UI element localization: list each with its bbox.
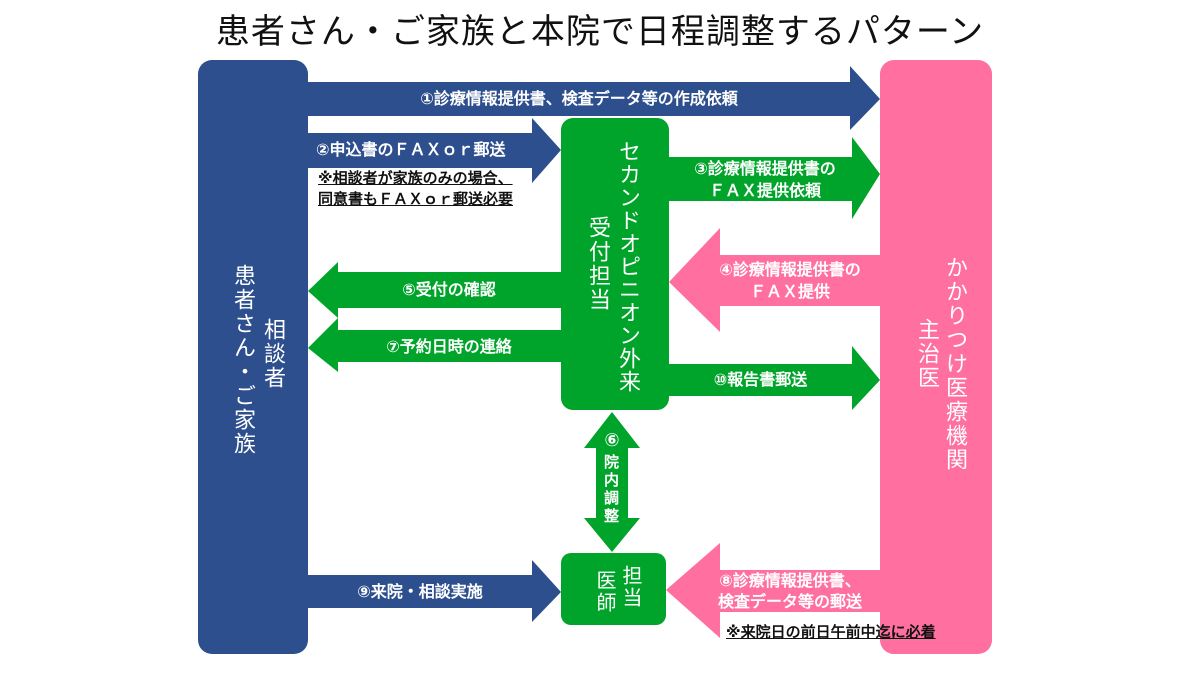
arrow-3-label-line2: ＦＡＸ提供依頼 xyxy=(708,181,821,200)
patient-name-label: 患者さん・ご家族 xyxy=(230,264,255,456)
arrow-1 xyxy=(308,66,880,130)
arrow-9 xyxy=(308,560,561,622)
arrow-7-label: ⑦予約日時の連絡 xyxy=(386,337,512,356)
arrow-6 xyxy=(584,412,640,552)
arrow-1-label: ①診療情報提供書、検査データ等の作成依頼 xyxy=(420,89,738,108)
deadline-note: ※来院日の前日午前中迄に必着 xyxy=(726,623,936,641)
arrow-5-label: ⑤受付の確認 xyxy=(402,280,496,299)
arrow-8 xyxy=(666,543,880,638)
arrow-10-label: ⑩報告書郵送 xyxy=(713,370,808,389)
clinic-block xyxy=(880,60,992,654)
arrow-4 xyxy=(669,228,880,332)
opinion-block xyxy=(561,118,669,410)
doctor-block xyxy=(561,553,666,625)
arrow-9-label: ⑨来院・相談実施 xyxy=(357,582,483,601)
arrow-7 xyxy=(308,318,561,372)
family-note-line1: ※相談者が家族のみの場合、 xyxy=(318,169,513,187)
patient-role-label: 相談者 xyxy=(260,318,285,390)
opinion-name-label: セカンドオピニオン外来 xyxy=(615,140,640,393)
arrow-10 xyxy=(669,346,880,410)
family-note-line2: 同意書もＦＡＸｏｒ郵送必要 xyxy=(318,190,514,208)
arrow-2-label: ②申込書のＦＡＸｏｒ郵送 xyxy=(316,140,506,159)
arrow-3 xyxy=(669,137,880,219)
arrow-6-label: 院内調整 xyxy=(602,454,620,526)
arrow-4-label-line1: ④診療情報提供書の xyxy=(719,260,861,279)
arrow-8-label-line2: 検査データ等の郵送 xyxy=(717,592,862,611)
arrow-5 xyxy=(308,262,561,318)
page-title: 患者さん・ご家族と本院で日程調整するパターン xyxy=(215,12,985,52)
arrow-6-number: ⑥ xyxy=(604,430,620,451)
arrow-3-label-line1: ③診療情報提供書の xyxy=(694,159,836,178)
arrow-8-label-line1: ⑧診療情報提供書、 xyxy=(719,571,861,590)
clinic-role-label: 主治医 xyxy=(914,318,939,390)
opinion-role-label: 受付担当 xyxy=(585,216,610,312)
arrow-2 xyxy=(308,118,561,183)
patient-block xyxy=(198,60,308,654)
doctor-name-label: 医師 xyxy=(593,570,617,614)
doctor-role-label: 担当 xyxy=(619,565,643,609)
clinic-name-label: かかりつけ医療機関 xyxy=(942,256,967,472)
arrow-4-label-line2: ＦＡＸ提供 xyxy=(749,282,830,301)
